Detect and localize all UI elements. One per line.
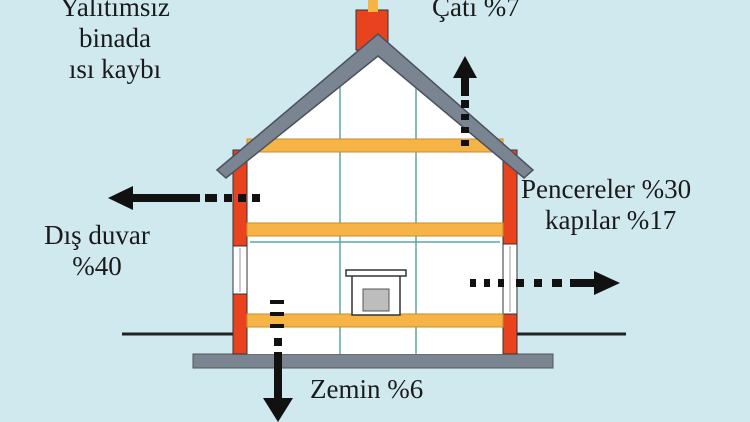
floor-loss-label: Zemin %6 — [310, 374, 424, 404]
wall-heat-arrow — [108, 186, 260, 210]
windows-heat-arrow — [470, 271, 620, 295]
windows-loss-text: Pencereler %30 — [521, 174, 692, 204]
wall-loss-label: Dış duvar %40 — [22, 220, 172, 282]
roof-loss-label: Çatı %7 — [432, 0, 520, 22]
windows-doors-loss-label: Pencereler %30 kapılar %17 — [521, 174, 691, 236]
roof — [215, 33, 535, 179]
title-line: binada — [79, 23, 151, 54]
doors-loss-text: kapılar %17 — [545, 205, 677, 236]
wall-loss-text: Dış duvar — [44, 220, 150, 250]
title-line: ısı kaybı — [68, 54, 162, 85]
foundation-slab — [192, 353, 554, 369]
floor-heat-arrow — [263, 300, 293, 422]
middle-beam — [246, 222, 504, 237]
floor-beam — [246, 313, 504, 328]
title-line: Yalıtımsız — [60, 0, 170, 22]
wall-loss-percent: %40 — [72, 251, 122, 282]
attic-gable — [248, 46, 506, 150]
diagram-title: Yalıtımsız binada ısı kaybı — [20, 0, 210, 85]
roof-heat-arrow — [453, 56, 477, 146]
